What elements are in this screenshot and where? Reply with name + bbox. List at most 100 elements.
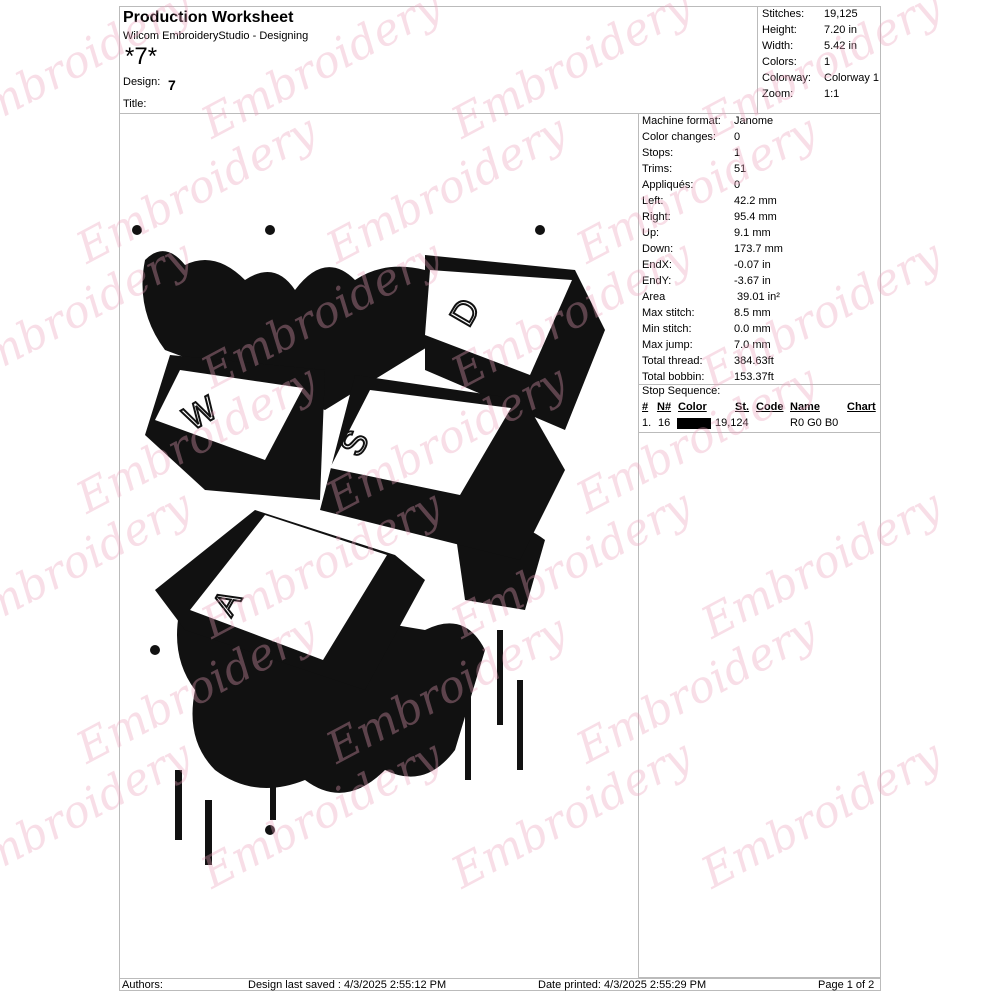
details-row: Right: 95.4 mm bbox=[642, 209, 783, 225]
stat-label: Trims: bbox=[642, 163, 673, 175]
stat-value: 153.37ft bbox=[734, 371, 774, 383]
stat-value: 39.01 in² bbox=[734, 291, 780, 303]
details-row: Trims:51 bbox=[642, 161, 783, 177]
footer-divider bbox=[119, 978, 881, 979]
stat-value: 7.0 mm bbox=[734, 339, 771, 351]
drip bbox=[270, 780, 276, 820]
details-row: Min stitch: 0.0 mm bbox=[642, 321, 783, 337]
stat-value: 0 bbox=[734, 131, 741, 143]
summary-row: Colors: 1 bbox=[762, 54, 879, 70]
stat-label: Stitches: bbox=[762, 8, 805, 20]
summary-row: Height: 7.20 in bbox=[762, 22, 879, 38]
details-row: EndY: -3.67 in bbox=[642, 273, 783, 289]
details-row: Max stitch:8.5 mm bbox=[642, 305, 783, 321]
drip bbox=[497, 630, 503, 725]
col-code: Code bbox=[756, 401, 784, 413]
stat-label: Zoom: bbox=[762, 88, 794, 100]
stat-label: Min stitch: bbox=[642, 323, 692, 335]
stat-label: Colorway: bbox=[762, 72, 811, 84]
row-name: R0 G0 B0 bbox=[790, 417, 839, 429]
stat-value: -3.67 in bbox=[734, 275, 771, 287]
page-title: Production Worksheet bbox=[123, 9, 294, 26]
stat-value: 1 bbox=[824, 56, 831, 68]
footer-authors: Authors: bbox=[122, 979, 163, 991]
stat-value: 384.63ft bbox=[734, 355, 774, 367]
key-a-top bbox=[190, 515, 387, 660]
details-row: Area 39.01 in² bbox=[642, 289, 783, 305]
details-row: Machine format: Janome bbox=[642, 113, 783, 129]
row-st: 19,124 bbox=[715, 417, 749, 429]
stat-value: 42.2 mm bbox=[734, 195, 777, 207]
col-name: Name bbox=[790, 401, 820, 413]
stat-value: 95.4 mm bbox=[734, 211, 777, 223]
drip bbox=[517, 680, 523, 770]
summary-row: Colorway: Colorway 1 bbox=[762, 70, 879, 86]
stop-sequence-divider bbox=[638, 384, 881, 385]
col-st: St. bbox=[735, 401, 750, 413]
col-num: # bbox=[642, 401, 649, 413]
stat-value: 9.1 mm bbox=[734, 227, 771, 239]
header-divider bbox=[119, 113, 881, 114]
drip bbox=[465, 660, 471, 780]
embroidery-design-preview: W S D A bbox=[132, 225, 605, 865]
stat-value: 5.42 in bbox=[824, 40, 858, 52]
app-subtitle: Wilcom EmbroideryStudio - Designing bbox=[123, 30, 309, 42]
details-box bbox=[638, 113, 881, 978]
design-label: Design: bbox=[123, 76, 161, 88]
key-w-top bbox=[155, 370, 303, 460]
stat-label: Appliqués: bbox=[642, 179, 694, 191]
stat-value: 7.20 in bbox=[824, 24, 858, 36]
stat-label: EndX: bbox=[642, 259, 672, 271]
col-chart: Chart bbox=[847, 401, 876, 413]
stat-label: Total bobbin: bbox=[642, 371, 705, 383]
drip bbox=[175, 770, 182, 840]
footer-page-number: Page 1 of 2 bbox=[818, 979, 875, 991]
key-s-top bbox=[330, 390, 511, 495]
stat-label: Machine format: bbox=[642, 115, 721, 127]
stat-value: 173.7 mm bbox=[734, 243, 783, 255]
details-row: Total bobbin: 153.37ft bbox=[642, 369, 783, 385]
stat-label: Colors: bbox=[762, 56, 797, 68]
stat-value: Janome bbox=[734, 115, 774, 127]
stat-value: 19,125 bbox=[824, 8, 858, 20]
footer-date-printed: Date printed: 4/3/2025 2:55:29 PM bbox=[538, 979, 707, 991]
col-color: Color bbox=[678, 401, 707, 413]
details-row: Appliqués:0 bbox=[642, 177, 783, 193]
details-row: Color changes: 0 bbox=[642, 129, 783, 145]
stat-label: Down: bbox=[642, 243, 674, 255]
stat-value: -0.07 in bbox=[734, 259, 771, 271]
footer-last-saved: Design last saved : 4/3/2025 2:55:12 PM bbox=[248, 979, 447, 991]
stat-value: 1:1 bbox=[824, 88, 840, 100]
design-big-name: *7* bbox=[125, 43, 158, 70]
details-row: Up: 9.1 mm bbox=[642, 225, 783, 241]
color-swatch bbox=[677, 418, 711, 429]
stat-label: Area bbox=[642, 291, 666, 303]
stat-label: Stops: bbox=[642, 147, 674, 159]
stat-label: EndY: bbox=[642, 275, 672, 287]
stat-label: Right: bbox=[642, 211, 671, 223]
stat-label: Width: bbox=[762, 40, 794, 52]
stat-value: 1 bbox=[734, 147, 741, 159]
summary-row: Stitches: 19,125 bbox=[762, 6, 879, 22]
summary-row: Zoom: 1:1 bbox=[762, 86, 879, 102]
stop-sequence-bottom bbox=[638, 432, 881, 433]
details-row: EndX: -0.07 in bbox=[642, 257, 783, 273]
details-row: Stops: 1 bbox=[642, 145, 783, 161]
details-row: Total thread: 384.63ft bbox=[642, 353, 783, 369]
stat-label: Left: bbox=[642, 195, 664, 207]
design-value: 7 bbox=[168, 77, 176, 93]
stat-label: Up: bbox=[642, 227, 660, 239]
stat-value: Colorway 1 bbox=[824, 72, 880, 84]
stat-label: Total thread: bbox=[642, 355, 703, 367]
col-n: N# bbox=[657, 401, 672, 413]
stat-label: Max stitch: bbox=[642, 307, 695, 319]
stop-sequence-title: Stop Sequence: bbox=[642, 385, 721, 397]
title-label: Title: bbox=[123, 98, 147, 110]
row-num: 1. bbox=[642, 417, 652, 429]
stat-label: Color changes: bbox=[642, 131, 716, 143]
stat-value: 0.0 mm bbox=[734, 323, 771, 335]
key-d-top bbox=[425, 270, 572, 375]
row-n: 16 bbox=[658, 417, 671, 429]
stat-label: Height: bbox=[762, 24, 797, 36]
